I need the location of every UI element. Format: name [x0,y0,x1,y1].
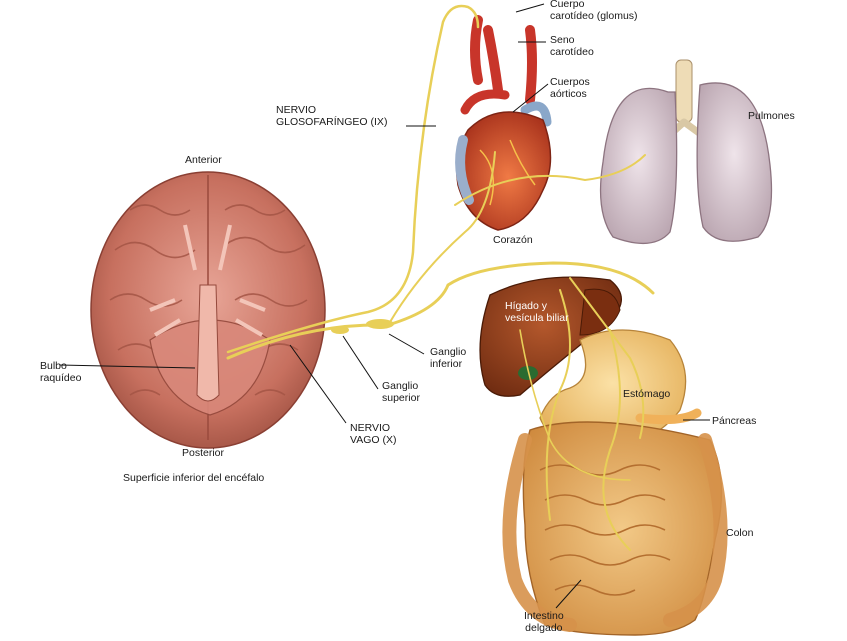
lungs-label: Pulmones [748,110,795,122]
superior-ganglion-marker [331,326,349,334]
superior-ganglion-label: Ganglio superior [382,380,420,404]
stomach-illustration [539,329,702,449]
inferior-ganglion-marker [366,319,394,329]
vagus-nerve-path [226,261,655,360]
brain-caption: Superficie inferior del encéfalo [123,472,265,484]
carotid-body-label: Cuerpo carotídeo (glomus) [550,0,638,22]
glossopharyngeal-nerve-path [226,4,480,354]
nerve-paths [226,4,655,551]
leader-lines [59,3,710,609]
inferior-ganglion-label: Ganglio inferior [430,346,467,370]
stomach-label: Estómago [623,388,671,400]
aortic-bodies-label: Cuerpos aórticos [550,76,590,100]
glossopharyngeal-nerve-label: NERVIO GLOSOFARÍNGEO (IX) [276,104,388,128]
posterior-label: Posterior [182,447,225,459]
pancreas-label: Páncreas [712,415,757,427]
liver-illustration [479,276,622,397]
medulla-label: Bulbo raquídeo [40,360,82,384]
intestine-illustration [502,421,728,636]
anterior-label: Anterior [185,154,222,166]
carotid-sinus-label: Seno carotídeo [550,34,594,58]
heart-label: Corazón [493,234,533,246]
liver-label: Hígado y vesícula biliar [505,300,569,324]
vagus-nerve-label: NERVIO VAGO (X) [350,422,397,446]
heart-illustration [455,15,552,231]
colon-label: Colon [726,527,754,539]
small-intestine-label: Intestino delgado [524,610,564,634]
brain-illustration [90,171,326,449]
lungs-illustration [599,59,773,245]
